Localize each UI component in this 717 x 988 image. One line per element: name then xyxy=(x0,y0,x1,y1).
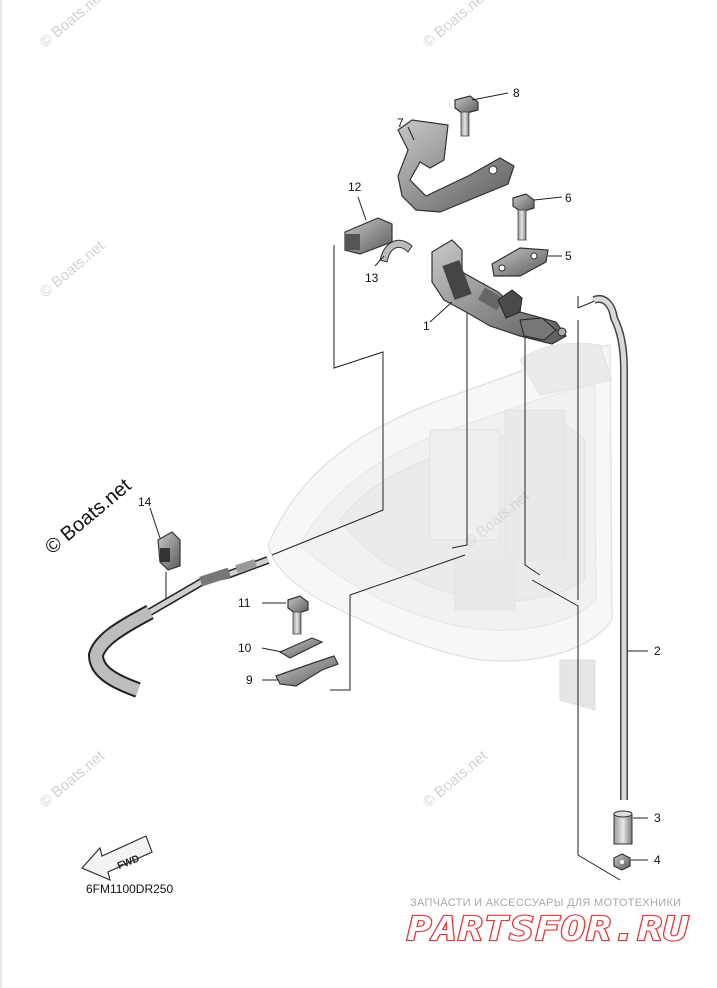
callout-10: 10 xyxy=(238,641,252,655)
bracket-assembly-1-part xyxy=(429,239,567,345)
callout-5: 5 xyxy=(565,249,572,263)
watermark: © Boats.net xyxy=(420,0,492,51)
callout-9: 9 xyxy=(246,673,253,687)
callout-4: 4 xyxy=(654,853,661,867)
footer-tagline: ЗАПЧАСТИ И АКСЕССУАРЫ ДЛЯ МОТОТЕХНИКИ xyxy=(410,897,681,909)
diagram-code: 6FM1100DR250 xyxy=(86,882,173,896)
callout-1: 1 xyxy=(423,319,430,333)
fwd-arrow-icon: FWD xyxy=(80,835,153,882)
plate-10-part xyxy=(261,637,324,659)
bolt-6-part xyxy=(512,193,563,241)
engine-cowling xyxy=(267,342,613,711)
clip-13-part xyxy=(374,239,413,267)
cable-clamp-14-part xyxy=(149,507,181,606)
callout-8: 8 xyxy=(513,86,520,100)
watermark: © Boats.net xyxy=(37,0,109,51)
plate-5-part xyxy=(491,247,562,277)
callout-labels: 8 7 6 5 12 13 1 2 3 4 11 10 9 14 xyxy=(138,86,661,867)
callout-3: 3 xyxy=(654,811,661,825)
callout-14: 14 xyxy=(138,495,152,509)
throttle-cable-part xyxy=(87,556,270,698)
watermark: © Boats.net xyxy=(420,747,492,811)
bolt-11-part xyxy=(262,595,309,635)
watermark-large: © Boats.net xyxy=(41,474,136,558)
bracket-7-part xyxy=(397,119,515,213)
callout-6: 6 xyxy=(565,191,572,205)
plate-9-part xyxy=(262,655,339,687)
watermark: © Boats.net xyxy=(37,747,109,811)
nut-4-part xyxy=(613,853,648,871)
reference-lines xyxy=(271,245,621,881)
callout-2: 2 xyxy=(654,644,661,658)
throttle-rod-2-part xyxy=(592,295,648,800)
bolt-8-part xyxy=(454,92,509,137)
watermark: © Boats.net xyxy=(37,237,109,301)
holder-12-part xyxy=(344,196,393,255)
rod-joint-3-part xyxy=(613,810,648,845)
callout-11: 11 xyxy=(238,596,251,610)
callout-12: 12 xyxy=(348,180,362,194)
footer-brand-logo: PARTSFOR.RU xyxy=(407,909,689,948)
callout-13: 13 xyxy=(365,271,379,285)
callout-7: 7 xyxy=(397,116,404,130)
footer-brand: ЗАПЧАСТИ И АКСЕССУАРЫ ДЛЯ МОТОТЕХНИКИ PA… xyxy=(406,897,689,949)
